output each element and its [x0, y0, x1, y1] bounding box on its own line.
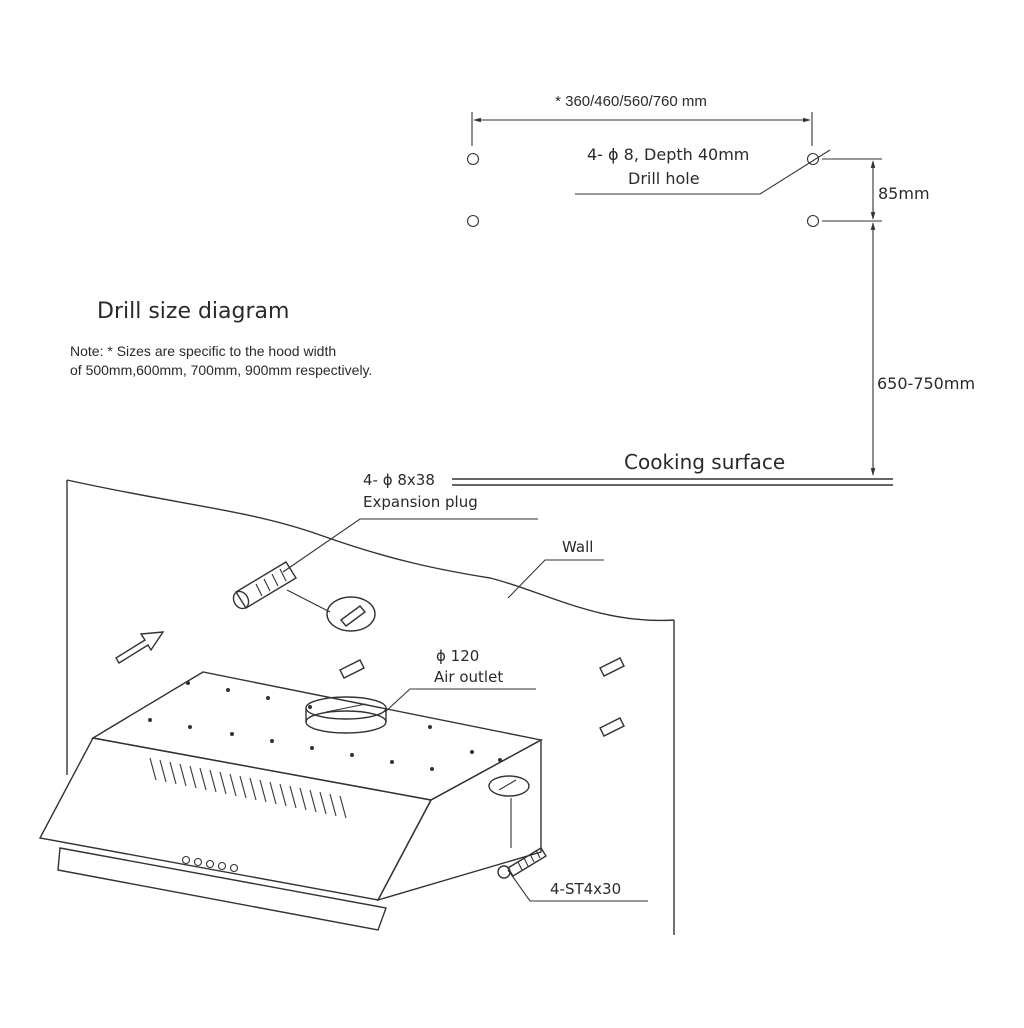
drill-hole-bottom-right: [806, 214, 820, 228]
range-hood: [38, 671, 544, 931]
expansion-plug-spec: 4- ϕ 8x38: [363, 471, 435, 489]
screw-leader: [507, 869, 648, 902]
hood-front: [38, 737, 433, 901]
air-outlet-label: Air outlet: [434, 668, 503, 686]
hood-side-slot: [488, 775, 530, 797]
expansion-plug-label: Expansion plug: [363, 493, 478, 511]
drill-hole-top-right: [806, 152, 820, 166]
width-dimension-label: * 360/460/560/760 mm: [555, 93, 707, 110]
plug-in-hole-icon: [339, 605, 367, 627]
hood-control-buttons: [181, 855, 239, 873]
expansion-plug: [232, 561, 297, 610]
plug-insert-line: [286, 589, 331, 613]
air-outlet-spec: ϕ 120: [436, 647, 479, 665]
hood-side-screw: [498, 779, 517, 791]
note-line-2: of 500mm,600mm, 700mm, 900mm respectivel…: [70, 362, 372, 378]
note-line-1: Note: * Sizes are specific to the hood w…: [70, 343, 336, 359]
dimension-85-label: 85mm: [878, 184, 930, 203]
plug-hole-detail: [326, 596, 376, 632]
diagram-title: Drill size diagram: [97, 299, 289, 324]
wall-plug-right-top: [599, 657, 625, 677]
wall-plug-right-bottom: [599, 717, 625, 737]
wall-plug-left: [339, 659, 365, 679]
drill-size-diagram: * 360/460/560/760 mm 4- ϕ 8, Depth 40mm …: [70, 93, 975, 486]
air-outlet-collar: [305, 696, 387, 734]
wall-leader: [507, 559, 604, 599]
screw-icon: [497, 847, 547, 879]
drill-hole-leader: [575, 149, 831, 195]
air-outlet-leader: [384, 688, 536, 713]
installation-illustration: 4- ϕ 8x38 Expansion plug Wall ϕ 120 Air …: [38, 471, 675, 935]
expansion-plug-leader: [282, 518, 538, 573]
dimension-650-750-label: 650-750mm: [877, 374, 975, 393]
wall-label: Wall: [562, 538, 593, 556]
wall-top-edge: [66, 479, 675, 622]
hood-bottom-trim: [57, 847, 387, 931]
drill-hole-top-left: [466, 152, 480, 166]
hood-vent-slots: [149, 757, 347, 819]
direction-arrow-icon: [115, 631, 165, 664]
drill-hole-bottom-left: [466, 214, 480, 228]
hood-top: [91, 671, 544, 801]
hood-side: [376, 738, 542, 902]
hood-mounting-dots: [148, 681, 502, 771]
drill-hole-label: Drill hole: [628, 169, 700, 188]
drill-hole-spec: 4- ϕ 8, Depth 40mm: [587, 145, 749, 164]
cooking-surface-label: Cooking surface: [624, 450, 785, 474]
screw-label: 4-ST4x30: [550, 880, 621, 898]
